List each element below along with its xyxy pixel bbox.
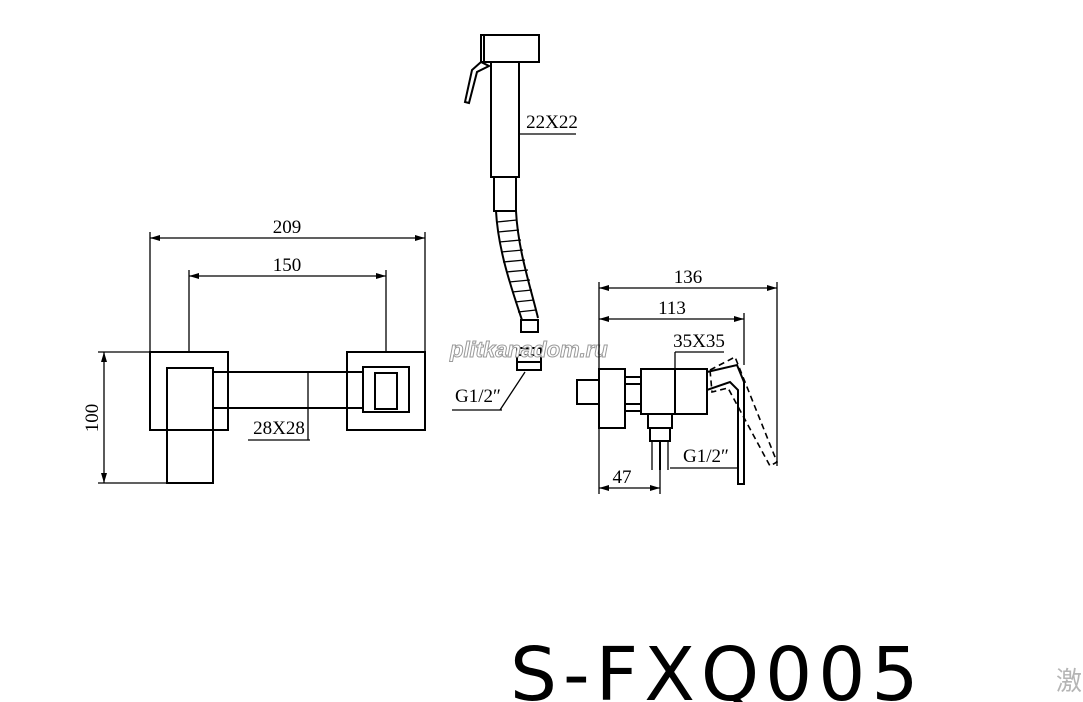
dim-depth-total: 136 [674, 267, 703, 288]
dim-depth-body: 113 [658, 298, 686, 319]
dim-bar-section: 28X28 [253, 418, 305, 439]
dim-height: 100 [82, 404, 103, 433]
watermark: plitkanadom.ru [449, 337, 608, 362]
right-flange [346, 351, 426, 431]
dim-outlet-offset: 47 [613, 467, 632, 488]
trigger-lever [463, 60, 492, 105]
dim-total-width: 209 [273, 217, 302, 238]
mixer-body-front [166, 367, 214, 484]
dim-hose-thread: G1/2″ [455, 386, 501, 407]
side-flange [598, 368, 626, 429]
holder-block [362, 366, 410, 413]
shower-handle [490, 61, 520, 178]
dim-handset-section: 22X22 [526, 112, 578, 133]
side-handle-open [709, 355, 779, 468]
dim-body-section: 35X35 [673, 331, 725, 352]
hose-nut [516, 347, 542, 371]
dim-outlet-thread: G1/2″ [683, 446, 729, 467]
shower-hose: G1/2″ [452, 210, 542, 411]
holder-slot [374, 372, 398, 410]
horizontal-bar [212, 371, 364, 409]
side-outlet [647, 413, 673, 429]
shower-head [480, 34, 540, 63]
dim-inner-width: 150 [273, 255, 302, 276]
hand-shower: 22X22 [463, 34, 578, 212]
front-view: 209 150 100 28X28 [82, 217, 426, 484]
corner-glyph: 激 [1056, 667, 1082, 697]
model-number: S-FXQ005 [510, 632, 924, 702]
side-view: 136 113 35X35 G1/2″ 47 [576, 267, 779, 494]
left-flange [149, 351, 229, 431]
side-handle [706, 363, 745, 485]
